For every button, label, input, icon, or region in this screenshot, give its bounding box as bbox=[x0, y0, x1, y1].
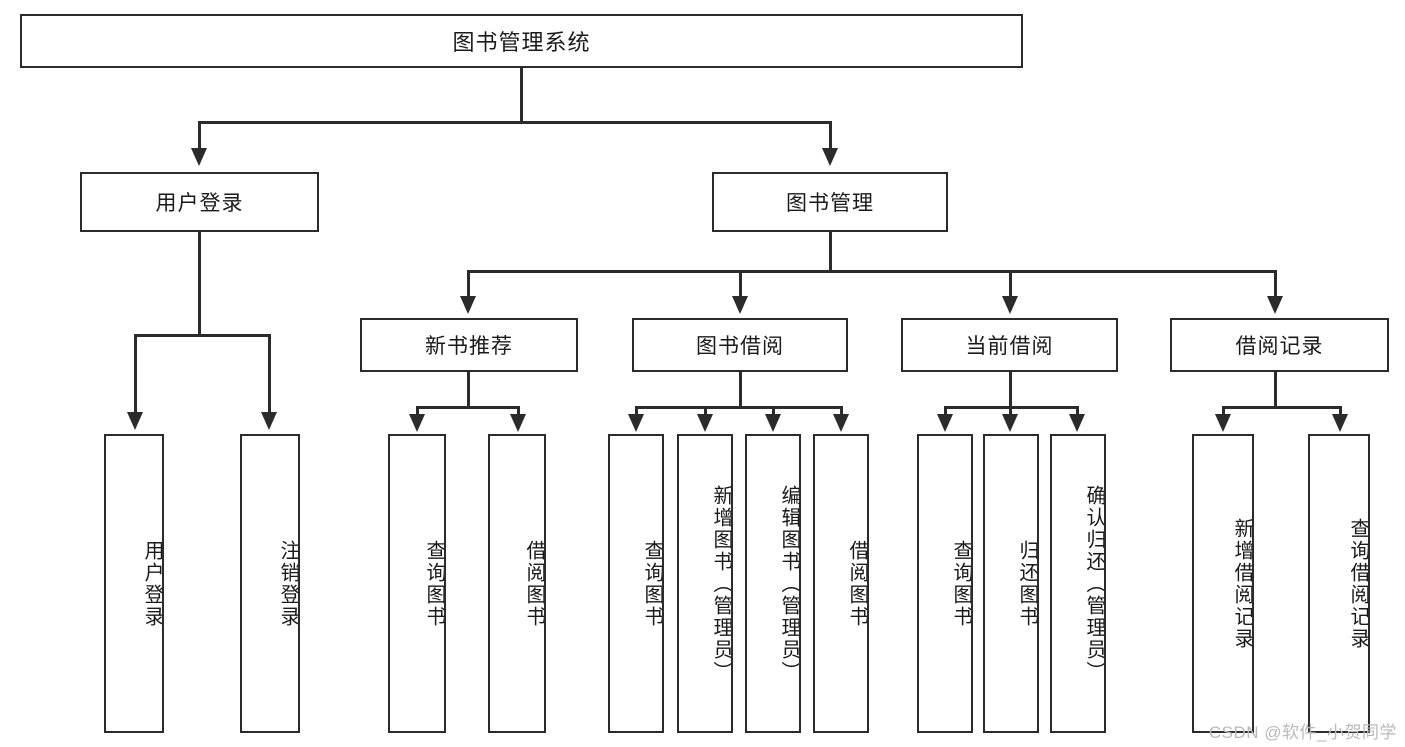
arrow-new-book-to-leaf-2 bbox=[510, 414, 526, 432]
edge-current-borrow-to-leaf-2 bbox=[1009, 406, 1012, 418]
node-label: 查询图书 bbox=[423, 539, 445, 628]
arrow-borrow-book-to-leaf-2 bbox=[697, 414, 713, 432]
edge-current-borrow-stem bbox=[1009, 372, 1012, 408]
node-label: 新增借阅记录 bbox=[1231, 517, 1253, 650]
arrow-current-borrow-to-leaf-2 bbox=[1002, 414, 1018, 432]
arrow-to-current-borrow bbox=[1002, 296, 1018, 314]
edge-to-current-borrow bbox=[1009, 270, 1012, 298]
arrow-to-new-book bbox=[460, 296, 476, 314]
node-label: 借阅记录 bbox=[1235, 335, 1324, 358]
edge-borrow-book-to-leaf-3 bbox=[772, 406, 775, 418]
edge-to-borrow-book bbox=[739, 270, 742, 298]
edge-borrow-record-bar bbox=[1222, 406, 1342, 409]
arrow-borrow-book-to-leaf-4 bbox=[833, 414, 849, 432]
arrow-borrow-record-to-leaf-2 bbox=[1332, 414, 1348, 432]
arrow-current-borrow-to-leaf-1 bbox=[937, 414, 953, 432]
node-label: 查询图书 bbox=[641, 539, 663, 628]
edge-new-book-to-leaf-2 bbox=[517, 406, 520, 418]
leaf-current-return-book[interactable]: 归还图书 bbox=[983, 434, 1039, 733]
arrow-borrow-record-to-leaf-1 bbox=[1215, 414, 1231, 432]
edge-borrow-book-stem bbox=[739, 372, 742, 408]
edge-book-management-bar bbox=[467, 270, 1277, 273]
leaf-current-query-book[interactable]: 查询图书 bbox=[917, 434, 973, 733]
arrow-current-borrow-to-leaf-3 bbox=[1069, 414, 1085, 432]
node-user-login[interactable]: 用户登录 bbox=[80, 172, 319, 232]
node-label: 新书推荐 bbox=[425, 335, 513, 358]
edge-borrow-record-to-leaf-1 bbox=[1222, 406, 1225, 418]
node-book-borrow[interactable]: 图书借阅 bbox=[632, 318, 848, 372]
edge-borrow-record-to-leaf-2 bbox=[1339, 406, 1342, 418]
node-label: 用户登录 bbox=[155, 192, 244, 215]
node-label: 注销登录 bbox=[277, 539, 299, 628]
arrow-user-login-to-leaf-2 bbox=[261, 412, 277, 430]
node-label: 图书管理 bbox=[786, 192, 874, 215]
leaf-new-book-borrow-book[interactable]: 借阅图书 bbox=[488, 434, 546, 733]
edge-new-book-bar bbox=[416, 406, 520, 409]
arrow-borrow-book-to-leaf-1 bbox=[628, 414, 644, 432]
leaf-user-logout[interactable]: 注销登录 bbox=[240, 434, 300, 733]
leaf-borrow-query-book[interactable]: 查询图书 bbox=[608, 434, 664, 733]
leaf-borrow-add-book-admin[interactable]: 新增图书（管理员） bbox=[677, 434, 733, 733]
arrow-borrow-book-to-leaf-3 bbox=[765, 414, 781, 432]
edge-root-bar bbox=[198, 121, 832, 124]
leaf-user-login[interactable]: 用户登录 bbox=[104, 434, 164, 733]
leaf-record-add-borrow-record[interactable]: 新增借阅记录 bbox=[1192, 434, 1254, 733]
node-label: 用户登录 bbox=[141, 539, 163, 628]
edge-borrow-book-to-leaf-4 bbox=[840, 406, 843, 418]
node-label: 图书管理系统 bbox=[452, 30, 591, 55]
edge-user-login-bar bbox=[134, 334, 271, 337]
leaf-new-book-query-book[interactable]: 查询图书 bbox=[388, 434, 446, 733]
node-label: 编辑图书（管理员） bbox=[778, 484, 800, 683]
node-label: 查询借阅记录 bbox=[1347, 517, 1369, 650]
edge-to-borrow-record bbox=[1274, 270, 1277, 298]
node-label: 借阅图书 bbox=[846, 539, 868, 628]
edge-user-login-stem bbox=[198, 232, 201, 336]
node-label: 确认归还（管理员） bbox=[1083, 484, 1105, 683]
node-label: 归还图书 bbox=[1016, 539, 1038, 628]
arrow-to-borrow-book bbox=[732, 296, 748, 314]
node-new-book-recommendation[interactable]: 新书推荐 bbox=[360, 318, 578, 372]
leaf-borrow-borrow-book[interactable]: 借阅图书 bbox=[813, 434, 869, 733]
leaf-current-confirm-return-admin[interactable]: 确认归还（管理员） bbox=[1050, 434, 1106, 733]
edge-current-borrow-to-leaf-1 bbox=[944, 406, 947, 418]
node-root-book-management-system[interactable]: 图书管理系统 bbox=[20, 14, 1023, 68]
edge-book-management-stem bbox=[829, 232, 832, 272]
leaf-borrow-edit-book-admin[interactable]: 编辑图书（管理员） bbox=[745, 434, 801, 733]
arrow-user-login-to-leaf-1 bbox=[127, 412, 143, 430]
node-label: 图书借阅 bbox=[696, 335, 784, 358]
edge-borrow-book-to-leaf-2 bbox=[704, 406, 707, 418]
node-current-borrow[interactable]: 当前借阅 bbox=[901, 318, 1118, 372]
node-borrow-record[interactable]: 借阅记录 bbox=[1170, 318, 1389, 372]
arrow-to-borrow-record bbox=[1267, 296, 1283, 314]
edge-root-stem bbox=[520, 68, 523, 121]
edge-user-login-to-leaf-2 bbox=[268, 334, 271, 414]
node-label: 借阅图书 bbox=[523, 539, 545, 628]
node-label: 查询图书 bbox=[950, 539, 972, 628]
edge-new-book-to-leaf-1 bbox=[416, 406, 419, 418]
edge-borrow-book-to-leaf-1 bbox=[635, 406, 638, 418]
edge-borrow-book-bar bbox=[635, 406, 843, 409]
edge-root-to-user-login bbox=[198, 121, 201, 151]
edge-root-to-book-management bbox=[829, 121, 832, 151]
node-label: 新增图书（管理员） bbox=[710, 484, 732, 683]
arrow-root-to-book-management bbox=[822, 148, 838, 166]
node-book-management[interactable]: 图书管理 bbox=[712, 172, 948, 232]
edge-new-book-stem bbox=[467, 372, 470, 408]
leaf-record-query-borrow-record[interactable]: 查询借阅记录 bbox=[1308, 434, 1370, 733]
node-label: 当前借阅 bbox=[965, 335, 1054, 358]
arrow-new-book-to-leaf-1 bbox=[409, 414, 425, 432]
edge-borrow-record-stem bbox=[1274, 372, 1277, 408]
edge-user-login-to-leaf-1 bbox=[134, 334, 137, 414]
edge-current-borrow-to-leaf-3 bbox=[1076, 406, 1079, 418]
arrow-root-to-user-login bbox=[191, 148, 207, 166]
edge-to-new-book bbox=[467, 270, 470, 298]
